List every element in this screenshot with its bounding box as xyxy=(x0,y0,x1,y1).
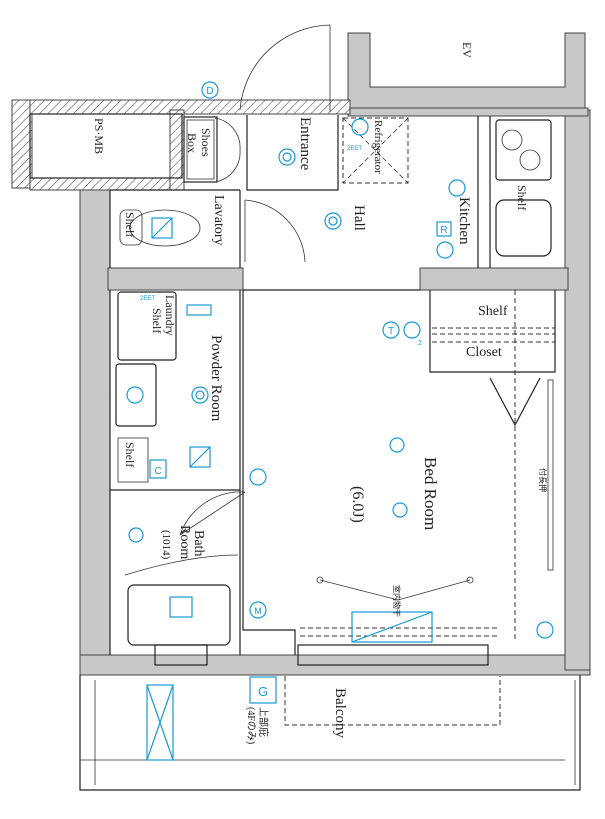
outlet-label: 2EET xyxy=(140,296,155,302)
gas-meter-label: G xyxy=(258,684,268,699)
bed-room-size-label: (6.0J) xyxy=(349,486,366,523)
balcony-label: Balcony xyxy=(332,688,348,738)
gas-meter-icon xyxy=(249,676,277,704)
stove-burner-icon xyxy=(501,129,523,151)
aircon-icon xyxy=(351,611,433,643)
eaves-note-label: (4Fのみ) xyxy=(245,707,256,744)
eaves-label: 上部庇 xyxy=(257,707,270,737)
hall-label: Hall xyxy=(351,205,367,231)
ventilation-fan-icon xyxy=(189,446,211,468)
bath-size-label: (1014) xyxy=(160,530,172,560)
refrigerator-label: Refrigerator xyxy=(372,120,384,174)
equipment-symbols: D 2EET 2EET R T 2 M C xyxy=(126,81,554,761)
laundry-shelf-label: Shelf xyxy=(150,308,164,333)
tv-outlet-icon xyxy=(382,321,400,339)
bath-controller-icon xyxy=(169,596,193,618)
control-panel-icon xyxy=(149,459,167,479)
outlet-icon xyxy=(249,468,267,486)
ps-mb-label: PS·MB xyxy=(92,118,106,154)
closet-label: Closet xyxy=(466,345,502,360)
control-panel-label: C xyxy=(154,466,161,477)
ceiling-light-icon xyxy=(448,179,466,197)
entrance-label: Entrance xyxy=(297,117,313,171)
bracket-light-icon xyxy=(128,527,144,543)
outlet-label: 2EET xyxy=(347,146,362,152)
kitchen-label: Kitchen xyxy=(456,197,472,245)
outlet-icon xyxy=(403,321,421,339)
tv-outlet-label: T xyxy=(388,326,394,337)
bracket-light-icon xyxy=(389,437,405,453)
multimedia-label: M xyxy=(254,606,262,616)
ceiling-light-icon xyxy=(278,148,296,166)
door-chime-label: D xyxy=(206,86,213,97)
ventilation-fan-icon xyxy=(151,217,173,239)
bath-room-label-2: Room xyxy=(177,525,192,559)
closet-shelf-label: Shelf xyxy=(478,304,508,319)
outlet-icon xyxy=(436,241,454,259)
range-hood-icon xyxy=(436,221,452,237)
nageshi-label: 付長押 xyxy=(538,468,548,492)
laundry-label: Laundry xyxy=(163,295,177,336)
ceiling-light-icon xyxy=(126,386,144,404)
switch-panel-icon xyxy=(186,304,212,316)
kitchen-shelf-label: Shelf xyxy=(515,185,529,210)
indoor-drying-label: 室内物干 xyxy=(392,585,402,617)
range-hood-label: R xyxy=(440,225,447,236)
lavatory-label: Lavatory xyxy=(211,195,226,246)
shoes-box-label-2: Box xyxy=(185,133,199,153)
outdoor-unit-icon xyxy=(146,684,174,761)
room-labels: EV PS·MB Shoes Box Entrance Refrigerator… xyxy=(92,42,548,744)
outlet-icon xyxy=(536,621,554,639)
interior-walls xyxy=(29,24,581,791)
multimedia-outlet-icon xyxy=(249,601,267,619)
stove-burner-icon xyxy=(519,149,541,171)
lavatory-shelf-label: Shelf xyxy=(123,212,137,237)
outer-walls xyxy=(11,99,591,676)
outlet-icon xyxy=(351,118,369,136)
ceiling-light-icon xyxy=(324,212,342,230)
outlet-count: 2 xyxy=(418,340,422,347)
powder-shelf-label: Shelf xyxy=(123,442,137,467)
ceiling-light-icon xyxy=(191,386,209,404)
door-chime-icon xyxy=(201,81,219,99)
bed-room-label: Bed Room xyxy=(421,457,440,530)
ceiling-light-icon xyxy=(392,502,408,518)
powder-room-label: Powder Room xyxy=(208,335,224,422)
bath-room-label: Bath xyxy=(191,530,206,556)
ev-label: EV xyxy=(460,42,474,58)
shoes-box-label: Shoes xyxy=(199,128,213,157)
